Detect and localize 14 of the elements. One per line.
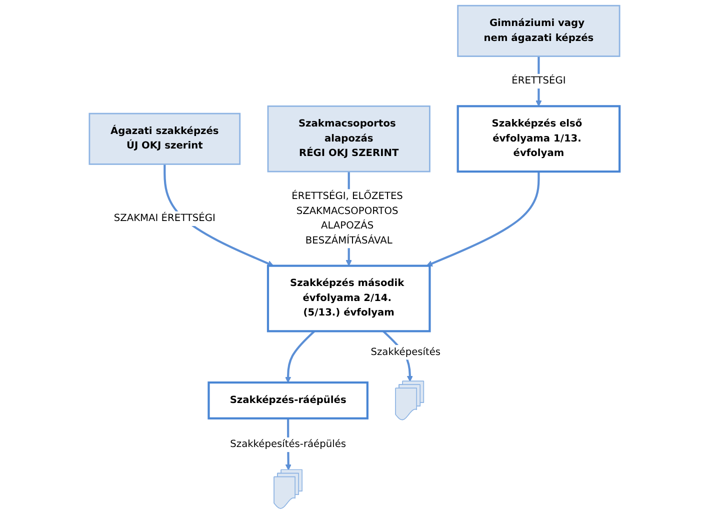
arrow bbox=[164, 164, 274, 266]
edge-label: ÉRETTSÉGI, ELŐZETES SZAKMACSOPORTOS ALAPOZÁS BESZÁMÍTÁSÁVAL bbox=[292, 190, 403, 246]
node-box: Szakképzés-ráépülés bbox=[208, 381, 368, 420]
node-box: Gimnáziumi vagy nem ágazati képzés bbox=[457, 4, 620, 57]
edge-label: Szakképesítés bbox=[370, 346, 441, 358]
node-box: Szakmacsoportos alapozás RÉGI OKJ SZERINT bbox=[267, 105, 430, 172]
node-box: Ágazati szakképzés ÚJ OKJ szerint bbox=[88, 112, 241, 165]
node-box: Szakképzés első évfolyama 1/13. évfolyam bbox=[456, 105, 621, 173]
edge-label: SZAKMAI ÉRETTSÉGI bbox=[114, 212, 216, 224]
node-box: Szakképzés második évfolyama 2/14. (5/13.) évfolyam bbox=[266, 264, 431, 332]
edge-label: ÉRETTSÉGI bbox=[512, 75, 566, 86]
arrow bbox=[285, 330, 316, 383]
edge-label: Szakképesítés-ráépülés bbox=[230, 438, 346, 450]
arrow bbox=[426, 172, 540, 266]
